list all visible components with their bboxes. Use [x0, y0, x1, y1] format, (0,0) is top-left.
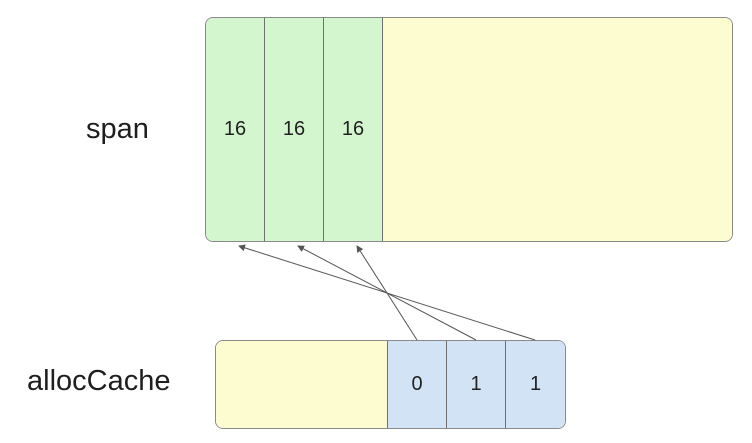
arrow-bit3-to-slot1: [238, 244, 536, 341]
span-slot-1: 16: [206, 18, 265, 241]
span-slot-2: 16: [265, 18, 324, 241]
alloccache-label: allocCache: [27, 365, 171, 397]
alloccache-bit-2: 1: [447, 341, 506, 428]
alloccache-bit-3: 1: [506, 341, 565, 428]
alloccache-bit-1: 0: [388, 341, 447, 428]
arrow-bit1-to-slot3: [356, 245, 418, 341]
span-label: span: [86, 113, 149, 145]
alloccache-unused-region: [216, 341, 388, 428]
arrow-bit2-to-slot2: [297, 245, 477, 341]
span-free-region: [383, 18, 732, 241]
alloccache-block: 0 1 1: [215, 340, 566, 429]
span-block: 16 16 16: [205, 17, 733, 242]
span-slot-3: 16: [324, 18, 383, 241]
